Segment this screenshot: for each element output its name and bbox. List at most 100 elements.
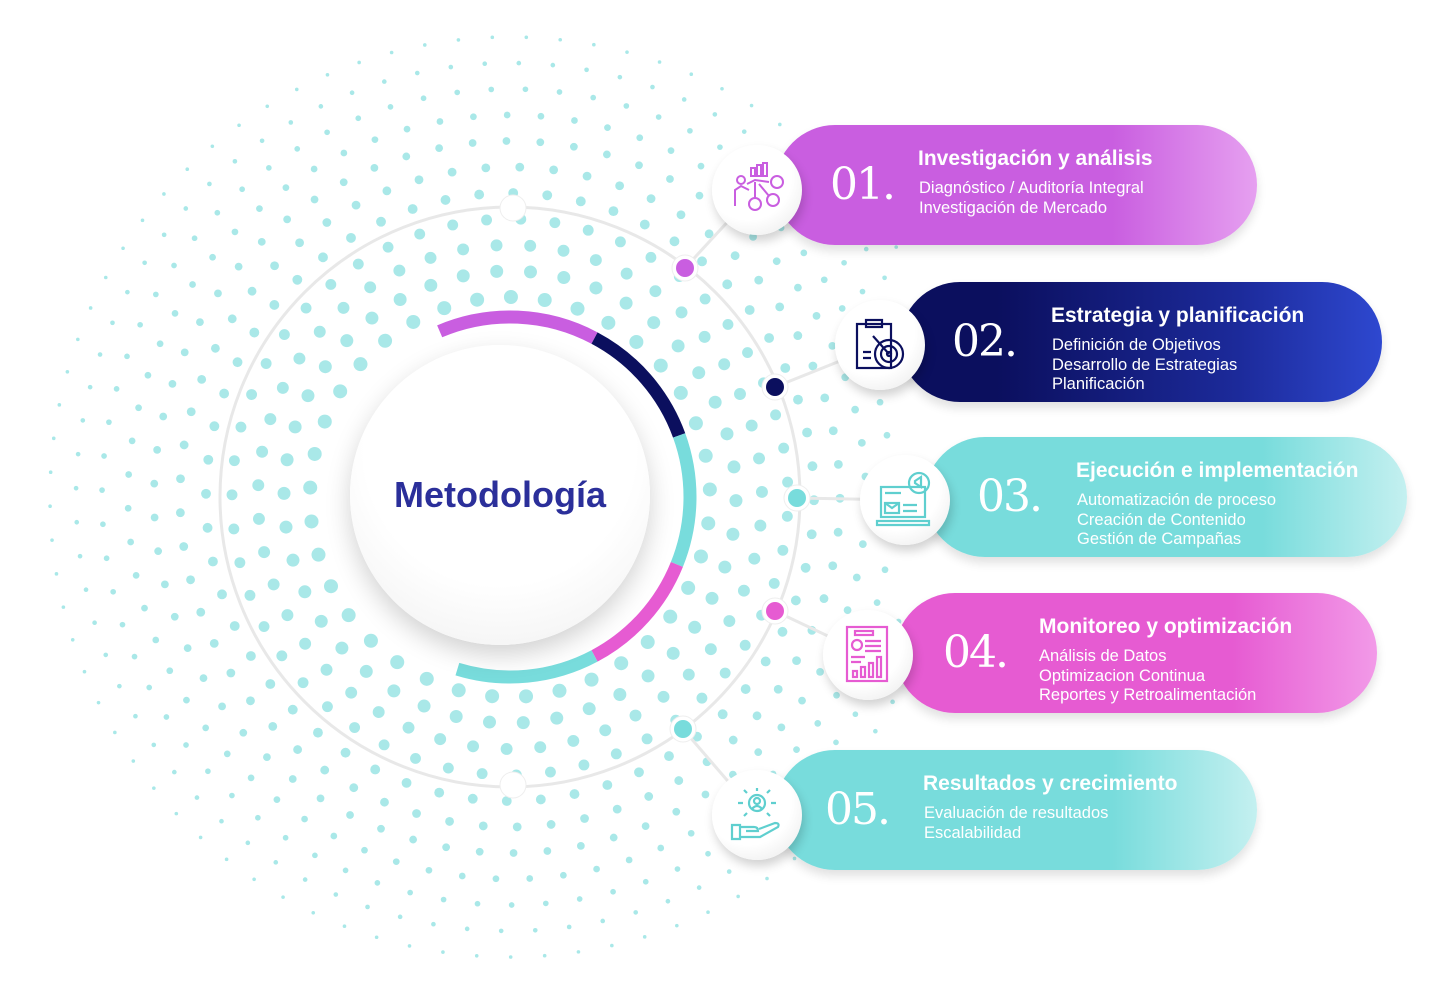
dot xyxy=(508,902,515,908)
dot xyxy=(103,275,108,280)
dot xyxy=(374,935,379,940)
dot xyxy=(760,656,771,667)
dot xyxy=(655,114,662,120)
dot xyxy=(277,486,291,500)
dot xyxy=(144,371,152,379)
dot xyxy=(218,702,226,711)
dot xyxy=(675,923,679,928)
dot xyxy=(792,856,797,861)
dot xyxy=(739,639,751,651)
dot xyxy=(699,293,711,305)
dot xyxy=(726,869,732,874)
dot xyxy=(873,728,878,734)
dot xyxy=(728,735,738,745)
dot xyxy=(549,217,561,229)
dot xyxy=(490,239,503,252)
hand-growth-icon xyxy=(712,770,802,860)
dot xyxy=(209,421,220,432)
dot xyxy=(293,745,303,754)
dot xyxy=(712,112,718,117)
step-card-4: 04. Monitoreo y optimización Análisis de… xyxy=(895,593,1377,713)
dot xyxy=(219,388,230,399)
dot xyxy=(448,64,454,70)
dot xyxy=(349,722,361,733)
dot xyxy=(464,926,470,932)
dot xyxy=(602,780,613,790)
dot xyxy=(488,86,495,93)
dot xyxy=(75,451,81,457)
dot xyxy=(754,519,767,532)
dot xyxy=(883,431,891,439)
center-title: Metodología xyxy=(394,474,606,515)
dot xyxy=(168,380,177,388)
dot xyxy=(729,494,743,508)
dot xyxy=(110,588,117,595)
ring-segment xyxy=(455,650,598,684)
dot xyxy=(696,692,708,704)
dot xyxy=(641,822,650,831)
dot xyxy=(175,508,185,518)
dot xyxy=(231,228,239,236)
dot xyxy=(166,667,174,675)
step-card-3: 03. Ejecución e implementación Automatiz… xyxy=(925,437,1407,557)
dot xyxy=(793,746,800,754)
dot xyxy=(706,910,710,914)
dot xyxy=(575,196,586,207)
dot xyxy=(800,249,808,257)
dot xyxy=(890,699,895,705)
dot xyxy=(359,664,373,678)
dot xyxy=(313,325,326,338)
dot xyxy=(205,768,211,775)
dot xyxy=(137,321,143,328)
dot xyxy=(131,759,136,763)
dot xyxy=(292,274,303,285)
dot xyxy=(217,589,227,600)
dot xyxy=(355,115,362,122)
dot xyxy=(436,118,444,125)
dot xyxy=(550,62,556,68)
dot xyxy=(675,306,688,319)
dot xyxy=(625,50,629,54)
laptop-megaphone-icon xyxy=(860,455,950,545)
dot xyxy=(401,777,412,788)
dot xyxy=(246,696,255,706)
dot xyxy=(542,190,553,201)
dot xyxy=(61,605,66,609)
dot xyxy=(833,691,840,699)
dot xyxy=(377,824,385,833)
dot xyxy=(185,167,190,172)
dot xyxy=(451,683,466,698)
dot xyxy=(841,259,847,266)
dot xyxy=(524,35,529,40)
dot xyxy=(778,122,782,127)
dot xyxy=(422,43,427,47)
dot xyxy=(777,544,789,556)
dot xyxy=(103,652,109,658)
dot xyxy=(545,766,556,778)
dot xyxy=(202,522,213,533)
dot xyxy=(852,711,859,718)
dot xyxy=(342,924,347,928)
dot xyxy=(687,127,693,134)
dot xyxy=(235,421,247,433)
dot xyxy=(420,95,427,102)
dot xyxy=(644,792,654,801)
dot xyxy=(734,388,746,400)
dot xyxy=(634,767,644,778)
dot xyxy=(857,438,866,447)
dot xyxy=(468,139,477,147)
dot xyxy=(556,89,563,95)
dot xyxy=(749,103,754,108)
dot xyxy=(475,847,484,856)
dot xyxy=(407,944,412,948)
dot xyxy=(50,538,54,542)
dot xyxy=(232,357,243,368)
dot xyxy=(265,679,276,689)
dot xyxy=(419,671,434,686)
dot xyxy=(516,60,522,66)
timeline-node-dot xyxy=(766,378,784,396)
dot xyxy=(688,620,702,634)
step-number: 03. xyxy=(977,471,1043,522)
dot xyxy=(754,275,764,285)
dot xyxy=(258,546,271,559)
